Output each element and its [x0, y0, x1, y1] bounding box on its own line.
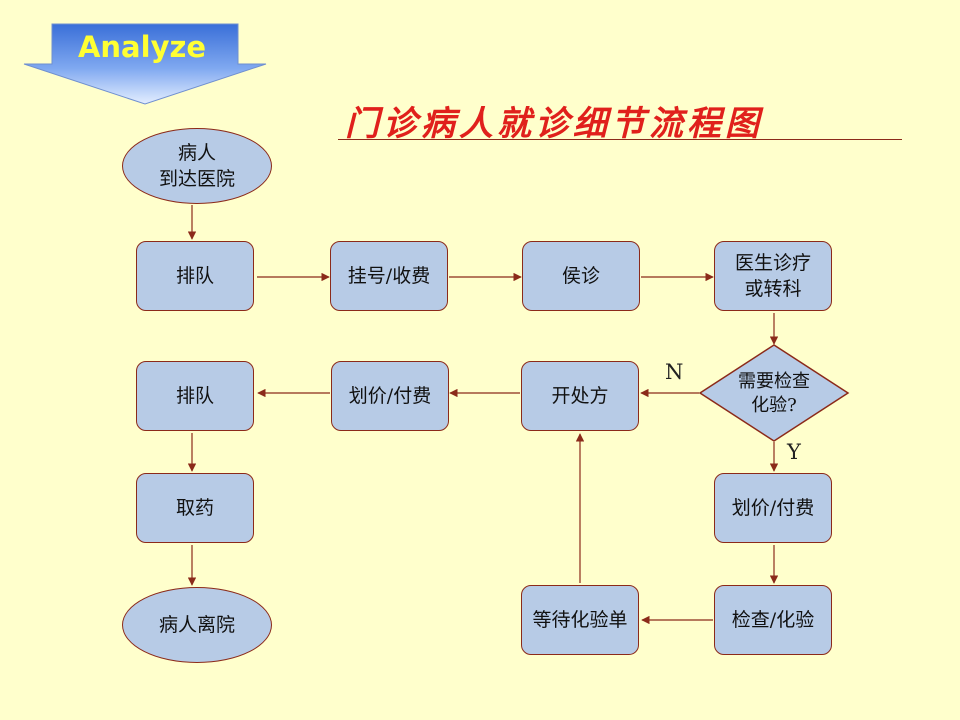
node-register: 挂号/收费 — [330, 241, 448, 311]
node-exam: 检查/化验 — [714, 585, 832, 655]
node-pay-1: 划价/付费 — [331, 361, 449, 431]
node-doctor: 医生诊疗 或转科 — [714, 241, 832, 311]
node-prescribe: 开处方 — [521, 361, 639, 431]
analyze-label: Analyze — [77, 30, 207, 64]
node-wait-report: 等待化验单 — [521, 585, 639, 655]
node-queue-1: 排队 — [136, 241, 254, 311]
node-wait: 侯诊 — [522, 241, 640, 311]
node-leave: 病人离院 — [122, 587, 272, 663]
edge-label-no: N — [665, 360, 684, 384]
node-pay-2: 划价/付费 — [714, 473, 832, 543]
title-underline — [338, 139, 902, 140]
node-arrive: 病人 到达医院 — [122, 128, 272, 204]
node-medicine: 取药 — [136, 473, 254, 543]
analyze-banner-icon — [23, 23, 267, 105]
node-queue-2: 排队 — [136, 361, 254, 431]
page-title: 门诊病人就诊细节流程图 — [345, 104, 763, 144]
decision-diamond — [698, 344, 850, 442]
node-decision-label: 需要检查 化验? — [738, 371, 810, 416]
edge-label-yes: Y — [787, 440, 801, 464]
